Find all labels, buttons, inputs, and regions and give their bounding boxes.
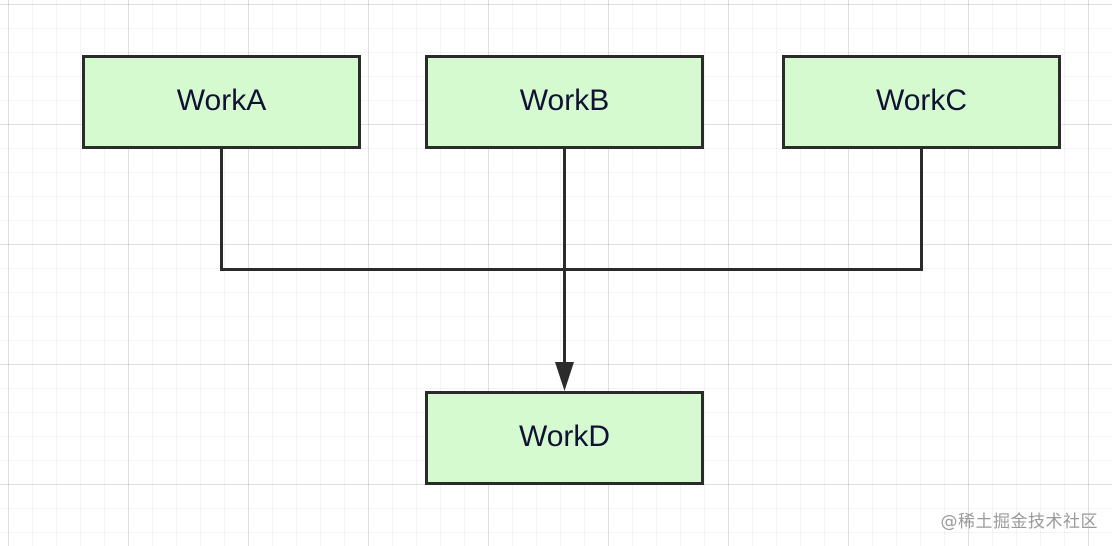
node-workb-label: WorkB <box>520 84 609 117</box>
node-workd[interactable]: WorkD <box>425 391 704 485</box>
node-workc-label: WorkC <box>876 84 967 117</box>
node-worka[interactable]: WorkA <box>82 55 361 149</box>
node-workd-box <box>425 391 704 485</box>
connector-worka <box>220 148 565 271</box>
connector-workc <box>564 148 923 271</box>
node-workc[interactable]: WorkC <box>782 55 1061 149</box>
node-worka-label: WorkA <box>177 84 266 117</box>
watermark-text: @稀土掘金技术社区 <box>940 512 1098 532</box>
node-worka-box <box>82 55 361 149</box>
node-workc-box <box>782 55 1061 149</box>
node-workb-box <box>425 55 704 149</box>
arrowhead-workd <box>555 362 574 391</box>
node-workb[interactable]: WorkB <box>425 55 704 149</box>
node-workd-label: WorkD <box>519 420 610 453</box>
